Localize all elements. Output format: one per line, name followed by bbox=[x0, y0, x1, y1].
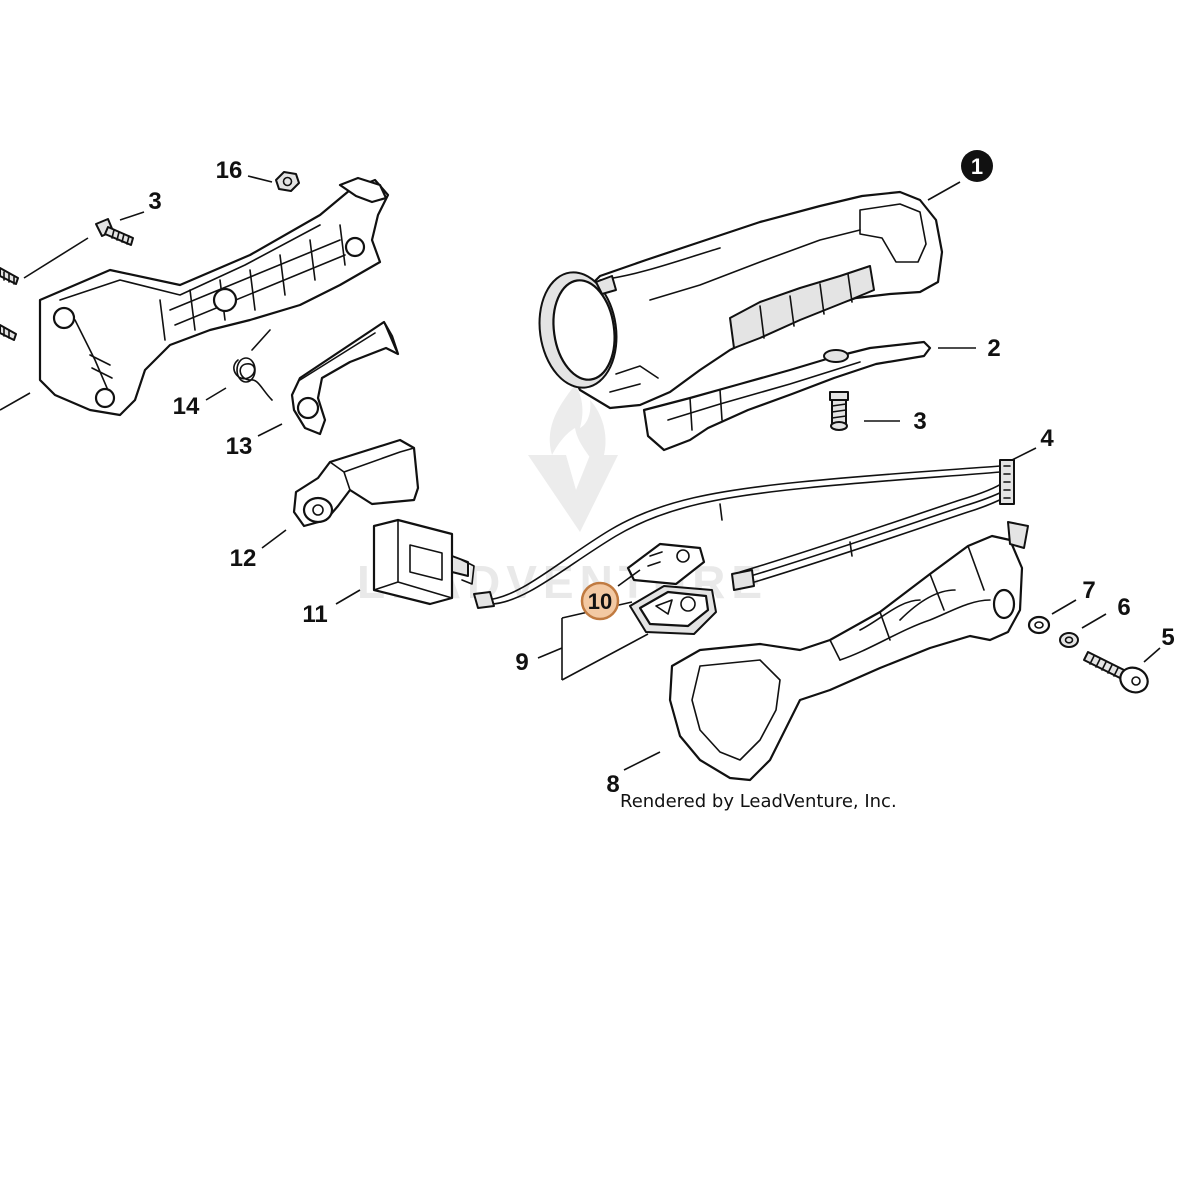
left-screws bbox=[0, 237, 89, 411]
callout-label-10: 10 bbox=[588, 589, 612, 614]
callout-label-1: 1 bbox=[971, 154, 983, 179]
callout-label-6[interactable]: 6 bbox=[1117, 594, 1130, 621]
watermark-v-icon bbox=[528, 455, 618, 532]
callout-label-12[interactable]: 12 bbox=[230, 545, 257, 572]
callout-label-7[interactable]: 7 bbox=[1082, 577, 1095, 604]
left-handle-housing bbox=[38, 176, 390, 417]
callout-label-5[interactable]: 5 bbox=[1161, 624, 1174, 651]
watermark-flame-icon bbox=[549, 385, 606, 470]
callout-label-13[interactable]: 13 bbox=[226, 433, 253, 460]
callout-badge-10-highlighted[interactable]: 10 bbox=[580, 581, 620, 621]
callout-label-11[interactable]: 11 bbox=[302, 601, 327, 628]
trigger-part-2 bbox=[642, 340, 976, 452]
render-credit: Rendered by LeadVenture, Inc. bbox=[620, 791, 897, 812]
lever-part-13 bbox=[257, 320, 400, 437]
callout-label-9[interactable]: 9 bbox=[515, 649, 528, 676]
lever-part-12 bbox=[261, 438, 420, 549]
switch-seal-part-9 bbox=[537, 585, 717, 681]
screw-part-5 bbox=[1083, 647, 1161, 694]
callout-label-14[interactable]: 14 bbox=[173, 393, 200, 420]
callout-label-3-right[interactable]: 3 bbox=[913, 408, 926, 435]
spring-part-14 bbox=[205, 329, 273, 401]
callout-label-2[interactable]: 2 bbox=[987, 335, 1000, 362]
callout-badge-1[interactable]: 1 bbox=[961, 150, 993, 182]
switch-cover-part-10 bbox=[617, 542, 706, 587]
screw-part-3-left bbox=[95, 211, 145, 246]
nut-part-16 bbox=[247, 171, 300, 192]
washer-part-6 bbox=[1059, 613, 1107, 648]
wire-harness-part-4 bbox=[473, 447, 1037, 609]
washer-part-7 bbox=[1027, 599, 1077, 635]
callout-label-4[interactable]: 4 bbox=[1040, 425, 1054, 452]
callout-label-3-left[interactable]: 3 bbox=[148, 188, 161, 215]
switch-part-11 bbox=[335, 518, 475, 606]
handle-part-8 bbox=[623, 521, 1029, 782]
screw-part-3-right bbox=[829, 391, 900, 431]
handle-part-1 bbox=[538, 181, 961, 410]
callout-label-8[interactable]: 8 bbox=[606, 771, 619, 798]
callout-label-16[interactable]: 16 bbox=[216, 157, 243, 184]
